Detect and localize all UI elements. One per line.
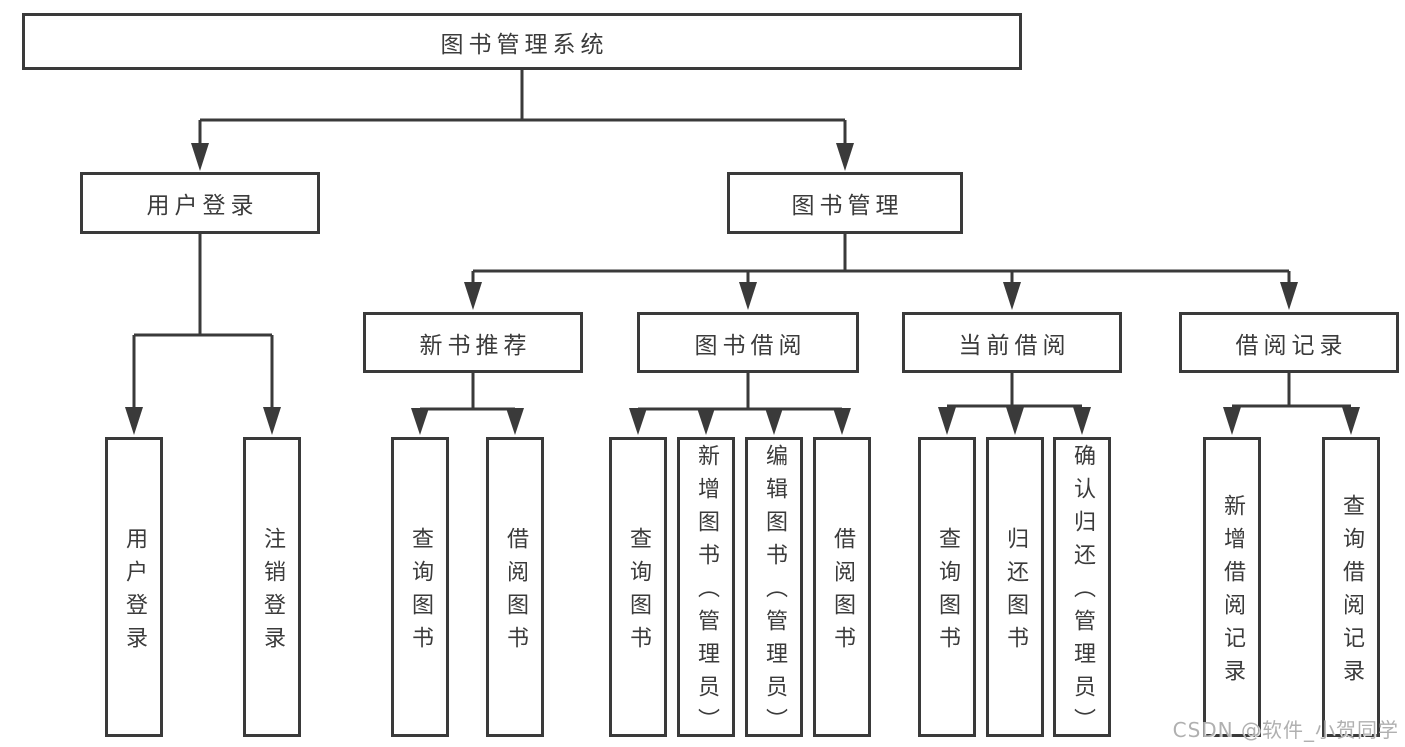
node-new-book-recommend: 新书推荐 bbox=[363, 312, 583, 373]
arrow-down-icon bbox=[765, 408, 783, 435]
leaf-query-books-1: 查询图书 bbox=[391, 437, 449, 737]
arrow-down-icon bbox=[1006, 407, 1024, 435]
arrow-down-icon bbox=[125, 407, 143, 435]
connector-newbook-fork bbox=[420, 373, 515, 411]
node-label: 新书推荐 bbox=[419, 332, 532, 359]
node-borrowing-records: 借阅记录 bbox=[1179, 312, 1399, 373]
node-label: 注销登录 bbox=[260, 526, 285, 659]
leaf-add-book-admin: 新增图书（管理员） bbox=[677, 437, 735, 741]
arrow-down-icon bbox=[833, 408, 851, 435]
node-book-management: 图书管理 bbox=[727, 172, 963, 234]
connector-bookmgmt-fork bbox=[471, 233, 1291, 284]
connector-records-fork bbox=[1232, 373, 1351, 408]
arrow-down-icon bbox=[464, 282, 482, 310]
connector-borrow-fork bbox=[638, 373, 842, 411]
node-label: 图书管理 bbox=[791, 193, 904, 219]
connector-root-fork bbox=[198, 70, 847, 146]
arrow-down-icon bbox=[1003, 282, 1021, 310]
node-label: 新增借阅记录 bbox=[1220, 493, 1245, 692]
node-label: 确认归还（管理员） bbox=[1070, 444, 1095, 741]
node-book-borrowing: 图书借阅 bbox=[637, 312, 859, 373]
arrow-down-icon bbox=[836, 143, 854, 171]
node-label: 用户登录 bbox=[146, 193, 259, 219]
node-label: 当前借阅 bbox=[958, 332, 1071, 359]
arrow-down-icon bbox=[629, 408, 647, 435]
leaf-borrow-books-2: 借阅图书 bbox=[813, 437, 871, 737]
leaf-edit-book-admin: 编辑图书（管理员） bbox=[745, 437, 803, 741]
node-label: 查询图书 bbox=[935, 526, 960, 659]
leaf-return-book: 归还图书 bbox=[986, 437, 1044, 737]
node-label: 借阅图书 bbox=[830, 526, 855, 659]
arrow-down-icon bbox=[938, 407, 956, 435]
node-label: 查询借阅记录 bbox=[1339, 493, 1364, 692]
arrow-down-icon bbox=[1280, 282, 1298, 310]
leaf-query-books-3: 查询图书 bbox=[918, 437, 976, 737]
node-label: 查询图书 bbox=[408, 526, 433, 659]
arrow-down-icon bbox=[506, 408, 524, 435]
connector-userlogin-fork bbox=[132, 233, 274, 410]
csdn-watermark: CSDN @软件_小贺同学 bbox=[1172, 718, 1399, 742]
node-user-login-group: 用户登录 bbox=[80, 172, 320, 234]
leaf-query-books-2: 查询图书 bbox=[609, 437, 667, 737]
arrow-down-icon bbox=[191, 143, 209, 171]
leaf-borrow-books-1: 借阅图书 bbox=[486, 437, 544, 737]
node-label: 借阅记录 bbox=[1235, 332, 1348, 359]
leaf-confirm-return-admin: 确认归还（管理员） bbox=[1053, 437, 1111, 741]
node-root-system: 图书管理系统 bbox=[22, 13, 1022, 70]
arrow-down-icon bbox=[739, 282, 757, 310]
leaf-add-borrow-record: 新增借阅记录 bbox=[1203, 437, 1261, 737]
arrow-down-icon bbox=[697, 408, 715, 435]
node-label: 图书借阅 bbox=[694, 332, 807, 359]
node-current-borrowing: 当前借阅 bbox=[902, 312, 1122, 373]
arrow-down-icon bbox=[1342, 407, 1360, 435]
arrow-down-icon bbox=[263, 407, 281, 435]
arrow-down-icon bbox=[1223, 407, 1241, 435]
leaf-query-borrow-record: 查询借阅记录 bbox=[1322, 437, 1380, 737]
node-label: 图书管理系统 bbox=[440, 31, 609, 58]
node-label: 归还图书 bbox=[1003, 526, 1028, 659]
arrow-down-icon bbox=[411, 408, 429, 435]
connector-current-fork bbox=[947, 373, 1082, 408]
leaf-user-login: 用户登录 bbox=[105, 437, 163, 737]
arrow-down-icon bbox=[1073, 407, 1091, 435]
node-label: 查询图书 bbox=[626, 526, 651, 659]
node-label: 借阅图书 bbox=[503, 526, 528, 659]
node-label: 编辑图书（管理员） bbox=[762, 444, 787, 741]
node-label: 用户登录 bbox=[122, 526, 147, 659]
node-label: 新增图书（管理员） bbox=[694, 444, 719, 741]
leaf-logout: 注销登录 bbox=[243, 437, 301, 737]
